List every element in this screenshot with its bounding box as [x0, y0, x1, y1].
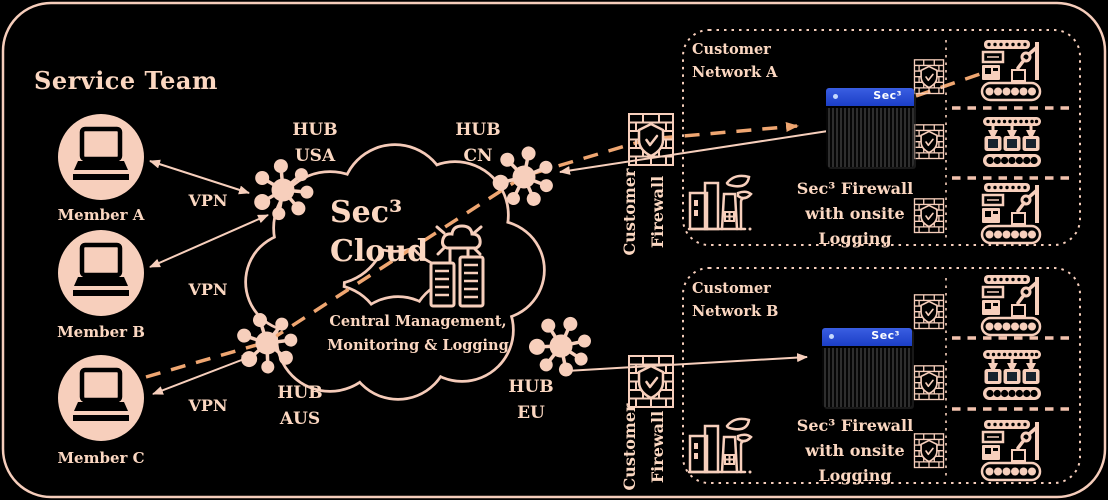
customer-firewall-a-label-line2: Firewall [648, 175, 667, 249]
machine-filling-icon [983, 350, 1041, 400]
device-heatsink [826, 106, 914, 167]
member-a-label: Member A [57, 206, 145, 224]
cloud-title: Sec³ Cloud [330, 195, 429, 269]
factory-icon [687, 174, 753, 232]
sec3-firewall-device-b: Sec³ [822, 328, 912, 407]
factory-icon [687, 417, 753, 475]
firewall-brick-icon [913, 124, 945, 160]
customer-firewall-b-label-line2: Firewall [648, 410, 667, 484]
vpn-label: VPN [188, 280, 228, 299]
device-led-icon [829, 334, 834, 339]
machine-robot-icon [980, 38, 1042, 102]
sec3-firewall-device-a: Sec³ [826, 88, 914, 167]
member-c-label: Member C [57, 449, 145, 467]
member-a-laptop-icon [58, 114, 144, 200]
device-logo: Sec³ [873, 89, 902, 102]
device-logo: Sec³ [871, 329, 900, 342]
network-b-title: Customer Network B [692, 280, 779, 320]
vpn-line-member-b [149, 214, 269, 268]
customer-firewall-a-label-line1: Customer [620, 168, 639, 256]
device-led-icon [833, 94, 838, 99]
customer-firewall-b-icon [627, 354, 675, 409]
machine-robot-icon [980, 418, 1042, 482]
vpn-line-member-a [149, 159, 250, 195]
hub-eu-label: HUB EU [508, 377, 554, 423]
member-b-label: Member B [57, 323, 145, 341]
firewall-brick-icon [913, 294, 945, 330]
machine-robot-icon [980, 181, 1042, 245]
member-c-laptop-icon [58, 355, 144, 441]
hub-cn-label: HUB CN [455, 120, 501, 166]
device-heatsink [822, 346, 912, 407]
device-top-panel: Sec³ [826, 88, 914, 106]
vpn-line-member-c [152, 355, 253, 395]
machine-robot-icon [980, 273, 1042, 337]
device-a-caption: Sec³ Firewall with onsite Logging [796, 179, 914, 248]
customer-firewall-b-label-line1: Customer [620, 403, 639, 491]
device-top-panel: Sec³ [822, 328, 912, 346]
vpn-label: VPN [188, 396, 228, 415]
customer-firewall-a-icon [627, 112, 675, 167]
hub-usa-label: HUB USA [292, 120, 338, 166]
page-title: Service Team [34, 66, 218, 95]
secure-tunnel-dashed-tail [915, 72, 981, 98]
link-network-a-to-hub-cn [559, 130, 829, 175]
vpn-label: VPN [188, 191, 228, 210]
hub-aus-label: HUB AUS [277, 383, 323, 429]
machine-filling-icon [983, 117, 1041, 167]
network-a-title: Customer Network A [692, 41, 778, 81]
cloud-subtitle: Central Management, Monitoring & Logging [327, 313, 509, 354]
customer-network-b-box [682, 267, 1081, 484]
firewall-brick-icon [913, 365, 945, 401]
secure-tunnel-dashed-path [145, 121, 799, 379]
device-b-caption: Sec³ Firewall with onsite Logging [796, 416, 914, 485]
customer-network-a-box [682, 29, 1081, 246]
firewall-brick-icon [913, 59, 945, 95]
member-b-laptop-icon [58, 230, 144, 316]
link-hub-eu-to-network-b [565, 353, 808, 372]
